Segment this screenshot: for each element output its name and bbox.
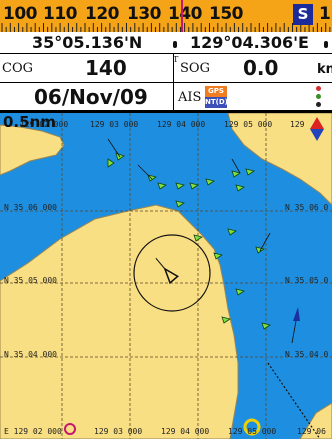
heading-label: 140 bbox=[168, 4, 203, 24]
date-ais-row: 06/Nov/09 AIS GPS NT(D) bbox=[0, 83, 332, 112]
lat-label-right: N 35 06 0 bbox=[285, 203, 329, 212]
heading-label: 150 bbox=[209, 4, 244, 24]
heading-label: 100 bbox=[3, 4, 38, 24]
position-row: 35°05.136'N 129°04.306'E bbox=[0, 32, 332, 54]
land-bottom-right bbox=[299, 402, 332, 439]
ais-target-icon[interactable] bbox=[235, 288, 245, 296]
lat-label: N 35 04 000 bbox=[4, 350, 57, 359]
top-lon-label: 129 03 000 bbox=[90, 120, 139, 129]
top-lon-label: 129 05 000 bbox=[224, 120, 273, 129]
top-lon-label: 129 02 000 bbox=[20, 120, 69, 129]
status-led-icon bbox=[316, 102, 321, 107]
lat-label-right: N 35 05 0 bbox=[285, 276, 329, 285]
ais-target-icon[interactable] bbox=[255, 246, 265, 254]
heading-label: 120 bbox=[85, 4, 120, 24]
own-ship-icon[interactable] bbox=[152, 255, 179, 285]
ais-target-icon[interactable] bbox=[175, 182, 185, 190]
gps-bottom-label: NT(D) bbox=[205, 97, 228, 108]
ais-target-icon[interactable] bbox=[245, 168, 255, 176]
ais-target-icon[interactable] bbox=[175, 200, 185, 208]
ais-target-icon[interactable] bbox=[261, 322, 271, 330]
chart-scale: 0.5nm bbox=[3, 113, 56, 131]
waypoint-marker-icon[interactable] bbox=[243, 418, 261, 436]
sog-unit: kn bbox=[317, 62, 332, 77]
range-ring bbox=[133, 234, 211, 312]
lat-label-right: N 35 04 0 bbox=[285, 350, 329, 359]
bottom-lon-label: 129 06 bbox=[297, 427, 326, 436]
data-panel: 35°05.136'N 129°04.306'E COG 140 T SOG 0… bbox=[0, 32, 332, 112]
true-indicator: T bbox=[173, 55, 179, 64]
land-top-right bbox=[227, 113, 332, 206]
land-left bbox=[0, 124, 65, 176]
separator-icon bbox=[173, 41, 177, 48]
longitude-value: 129°04.306'E bbox=[190, 33, 309, 52]
sog-label: SOG bbox=[180, 61, 210, 76]
ais-target-icon[interactable] bbox=[235, 184, 245, 192]
separator-icon bbox=[324, 41, 328, 48]
gps-status-icon: GPS NT(D) bbox=[205, 86, 228, 109]
latitude-value: 35°05.136'N bbox=[32, 33, 143, 52]
cog-value: 140 bbox=[85, 56, 127, 80]
bottom-lon-label: 129 05 000 bbox=[228, 427, 277, 436]
ais-target-icon[interactable] bbox=[213, 252, 223, 260]
ais-target-icon[interactable] bbox=[227, 228, 237, 236]
heading-ticks bbox=[1, 23, 331, 32]
bottom-lon-label: 129 03 000 bbox=[94, 427, 143, 436]
ais-target-icon[interactable] bbox=[205, 178, 215, 186]
heading-label: 110 bbox=[43, 4, 78, 24]
ais-target-icon[interactable] bbox=[231, 170, 241, 178]
south-cardinal-marker: S bbox=[293, 4, 313, 25]
ais-label: AIS bbox=[178, 90, 202, 105]
lat-label: N 35 06 000 bbox=[4, 203, 57, 212]
lubber-line bbox=[181, 0, 183, 32]
ais-target-icon[interactable] bbox=[189, 182, 199, 190]
cog-sog-row: COG 140 T SOG 0.0 kn bbox=[0, 54, 332, 83]
date-value: 06/Nov/09 bbox=[34, 85, 148, 109]
ais-target-icon[interactable] bbox=[107, 158, 115, 168]
cog-label: COG bbox=[2, 61, 33, 76]
top-lon-label: 129 bbox=[290, 120, 305, 129]
top-lon-label: 129 04 000 bbox=[157, 120, 206, 129]
waypoint-marker-icon[interactable] bbox=[64, 423, 76, 435]
status-led-icon bbox=[316, 86, 321, 91]
lat-label: N 35 05 000 bbox=[4, 276, 57, 285]
route-line bbox=[267, 362, 321, 439]
heading-label: 1 bbox=[319, 4, 331, 24]
bottom-lon-label: 129 04 000 bbox=[161, 427, 210, 436]
north-arrow-icon[interactable] bbox=[310, 117, 324, 141]
sog-value: 0.0 bbox=[243, 56, 279, 80]
ais-target-icon[interactable] bbox=[221, 316, 231, 324]
heading-label: 130 bbox=[127, 4, 162, 24]
status-led-icon bbox=[316, 94, 321, 99]
ais-targets bbox=[107, 152, 271, 330]
divider bbox=[173, 54, 174, 82]
ais-target-icon[interactable] bbox=[157, 182, 167, 190]
ais-heading-lines bbox=[107, 138, 297, 344]
ais-target-blue-icon[interactable] bbox=[293, 307, 300, 321]
heading-strip: 100 110 120 130 140 150 S 1 bbox=[0, 0, 332, 33]
land-peninsula bbox=[0, 204, 239, 439]
gps-top-label: GPS bbox=[205, 86, 227, 97]
divider bbox=[173, 83, 174, 110]
chart-grid bbox=[0, 113, 332, 439]
bottom-lon-label: E 129 02 000 bbox=[4, 427, 62, 436]
ais-target-icon[interactable] bbox=[193, 234, 203, 242]
nautical-chart[interactable] bbox=[0, 113, 332, 439]
